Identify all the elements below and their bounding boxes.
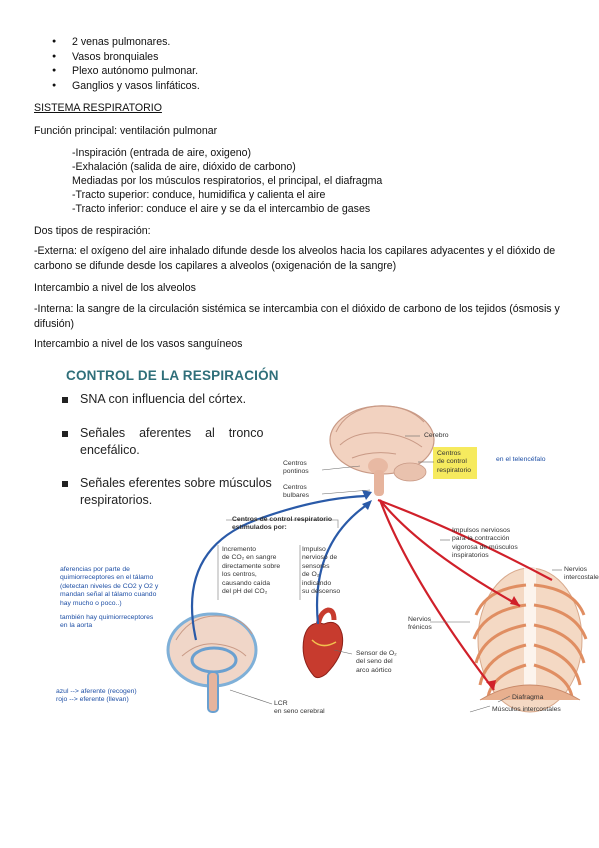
bullet-item: Vasos bronquiales bbox=[52, 50, 200, 65]
bullet-item: 2 venas pulmonares. bbox=[52, 35, 200, 50]
label-intercostal-nerves: Nervios intercostales bbox=[564, 566, 599, 583]
figure-bullet: Señales eferentes sobre músculos bbox=[62, 475, 272, 492]
label-line: mandan señal al tálamo cuando bbox=[60, 591, 157, 599]
label-phrenic-nerves: Nervios frénicos bbox=[408, 616, 432, 633]
label-control-centers: Centros de control respiratorio bbox=[437, 450, 471, 475]
label-line: arco aórtico bbox=[356, 666, 392, 674]
section-heading: SISTEMA RESPIRATORIO bbox=[34, 102, 162, 114]
note-legend: azul --> aferente (recogen) rojo --> efe… bbox=[56, 688, 137, 705]
stimulus-o2: Impulso nervioso de sensores de O₂ indic… bbox=[302, 546, 340, 596]
sub-line: -Exhalación (salida de aire, dióxido de … bbox=[72, 161, 296, 173]
label-line: inspiratorios bbox=[452, 552, 489, 560]
bullet-list: 2 venas pulmonares. Vasos bronquiales Pl… bbox=[52, 35, 200, 93]
label-line: causando caída bbox=[222, 579, 270, 587]
exchange-line: Intercambio a nivel de los alveolos bbox=[34, 282, 196, 294]
label-line: Impulsos nerviosos bbox=[452, 527, 511, 534]
label-line: Nervios bbox=[564, 566, 588, 573]
figure-bullet-cont: respiratorios. bbox=[80, 493, 153, 507]
label-line: sensores bbox=[302, 562, 330, 570]
square-bullet-icon bbox=[62, 430, 68, 437]
figure-bullet: Señales aferentes al tronco bbox=[62, 425, 263, 442]
label-line: Incremento bbox=[222, 546, 257, 553]
exchange-line: Intercambio a nivel de los vasos sanguín… bbox=[34, 338, 243, 350]
external-paragraph: -Externa: el oxígeno del aire inhalado d… bbox=[34, 245, 556, 272]
sub-line: -Tracto inferior: conduce el aire y se d… bbox=[72, 203, 371, 215]
bullet-item: Plexo autónomo pulmonar. bbox=[52, 64, 200, 79]
box-title: Centros de control respiratorio estimula… bbox=[232, 516, 332, 533]
label-line: para la contracción bbox=[452, 535, 510, 543]
label-line: frénicos bbox=[408, 624, 432, 632]
internal-paragraph: -Interna: la sangre de la circulación si… bbox=[34, 303, 560, 330]
label-o2-sensor: Sensor de O₂ del seno del arco aórtico bbox=[356, 650, 397, 675]
label-line: pontinos bbox=[283, 468, 309, 476]
small-brain-illustration bbox=[166, 612, 258, 713]
label-line: Centros bbox=[283, 460, 307, 467]
figure-bullet-text: SNA con influencia del córtex. bbox=[80, 392, 247, 406]
bullet-item: Ganglios y vasos linfáticos. bbox=[52, 79, 200, 94]
square-bullet-icon bbox=[62, 480, 68, 487]
highlight bbox=[433, 447, 477, 479]
label-line: hay mucho o poco..) bbox=[60, 599, 122, 607]
label-line: del pH del CO₂ bbox=[222, 588, 268, 596]
label-line: LCR bbox=[274, 700, 288, 707]
label-line: de O₂ bbox=[302, 571, 320, 579]
rib-cage-illustration bbox=[472, 567, 588, 713]
label-bulbar-centers: Centros bulbares bbox=[283, 484, 309, 501]
label-telencephalon: en el telencéfalo bbox=[496, 456, 546, 463]
sub-line: -Tracto superior: conduce, humidifica y … bbox=[72, 189, 326, 201]
figure-title: CONTROL DE LA RESPIRACIÓN bbox=[66, 368, 279, 383]
label-line: intercostales bbox=[564, 574, 599, 582]
heart-illustration bbox=[302, 607, 344, 679]
label-line: Sensor de O₂ bbox=[356, 650, 397, 657]
label-pons-centers: Centros pontinos bbox=[283, 460, 309, 477]
stimulus-co2: Incremento de CO₂ en sangre directamente… bbox=[222, 546, 280, 596]
label-line: directamente sobre bbox=[222, 562, 281, 570]
label-line: su descenso bbox=[302, 588, 341, 596]
label-line: estimulados por: bbox=[232, 524, 287, 532]
label-line: también hay quimiorreceptores bbox=[60, 614, 154, 621]
label-line: en seno cerebral bbox=[274, 708, 325, 716]
efferent-arrows bbox=[377, 498, 553, 691]
label-nerve-impulses: Impulsos nerviosos para la contracción v… bbox=[452, 527, 518, 561]
note-chemoreceptors: aferencias por parte de quimiorreceptore… bbox=[60, 566, 158, 608]
label-line: azul --> aferente (recogen) bbox=[56, 688, 137, 695]
label-line: en la aorta bbox=[60, 622, 93, 630]
types-heading: Dos tipos de respiración: bbox=[34, 225, 151, 237]
figure-bullet: SNA con influencia del córtex. bbox=[62, 391, 246, 408]
square-bullet-icon bbox=[62, 396, 68, 403]
label-line: vigorosa de músculos bbox=[452, 543, 518, 551]
label-line: (detectan niveles de CO2 y O2 y bbox=[60, 582, 159, 590]
label-line: los centros, bbox=[222, 571, 257, 579]
note-aorta: también hay quimiorreceptores en la aort… bbox=[60, 614, 153, 631]
figure-bullet-text: Señales eferentes sobre músculos bbox=[80, 476, 272, 490]
figure-bullet-text: Señales aferentes al tronco bbox=[80, 426, 264, 440]
label-line: Centros bbox=[283, 484, 307, 491]
sub-line: -Inspiración (entrada de aire, oxigeno) bbox=[72, 147, 252, 159]
label-line: del seno del bbox=[356, 658, 393, 666]
label-line: de control bbox=[437, 458, 467, 466]
label-line: rojo --> eferente (llevan) bbox=[56, 696, 129, 704]
figure-bullet-cont: encefálico. bbox=[80, 443, 140, 457]
label-line: Centros de control respiratorio bbox=[232, 516, 333, 523]
label-intercostal-muscles: Músculos intercostales bbox=[492, 706, 561, 713]
label-line: indicando bbox=[302, 579, 332, 587]
label-line: de CO₂ en sangre bbox=[222, 554, 277, 562]
brain-illustration bbox=[329, 405, 435, 496]
label-line: nervioso de bbox=[302, 554, 338, 562]
sub-line: Mediadas por los músculos respiratorios,… bbox=[72, 175, 383, 187]
label-line: respiratorio bbox=[437, 466, 471, 474]
label-line: quimiorreceptores en el tálamo bbox=[60, 574, 154, 582]
label-cerebro: Cerebro bbox=[424, 432, 449, 439]
label-line: aferencias por parte de bbox=[60, 566, 130, 573]
label-line: Nervios bbox=[408, 616, 432, 623]
label-line: Impulso bbox=[302, 546, 326, 553]
label-csf: LCR en seno cerebral bbox=[274, 700, 325, 717]
label-line: Centros bbox=[437, 450, 461, 457]
main-function: Función principal: ventilación pulmonar bbox=[34, 125, 218, 137]
label-diaphragm: Diafragma bbox=[512, 694, 544, 701]
label-line: bulbares bbox=[283, 492, 310, 500]
